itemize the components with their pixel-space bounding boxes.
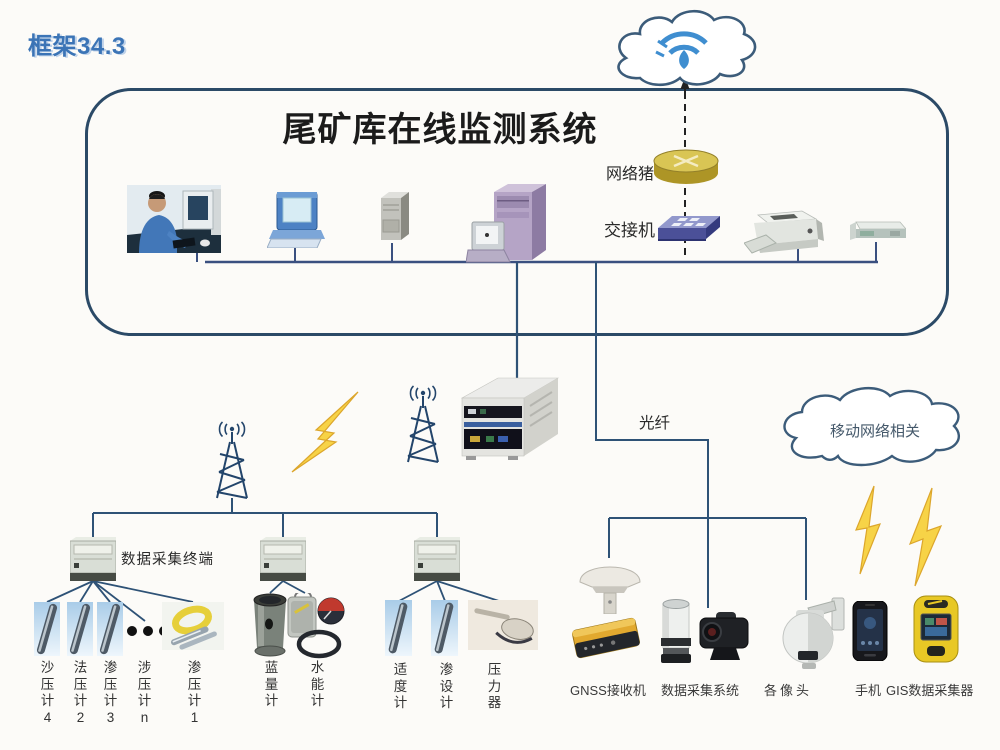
device-label: 数据采集系统 bbox=[661, 683, 740, 698]
sensor-label: 涉压计n bbox=[137, 660, 152, 725]
piezometer-photo bbox=[34, 602, 60, 656]
main-server bbox=[466, 184, 550, 278]
mobile-cloud-label: 移动网络相关 bbox=[830, 423, 921, 440]
sensor-label: 法压计2 bbox=[73, 660, 88, 725]
device-label: GIS数据采集器 bbox=[886, 683, 974, 698]
data-terminal-box bbox=[70, 537, 116, 581]
server-tower-small bbox=[377, 192, 411, 244]
data-acquisition-cylinder bbox=[658, 598, 696, 666]
device-label: GNSS接收机 bbox=[570, 683, 646, 698]
sensor-label: 沙压计4 bbox=[40, 660, 55, 725]
data-terminal-box bbox=[260, 537, 306, 581]
mobile-phone bbox=[851, 601, 889, 661]
data-acquisition-camera bbox=[696, 610, 754, 662]
operator-workstation-photo bbox=[127, 185, 221, 253]
device-label: 手机 bbox=[855, 683, 882, 698]
sensor-label: 渗设计 bbox=[439, 662, 454, 710]
sensor-label: 渗压计1 bbox=[187, 660, 202, 725]
wifi-icon bbox=[655, 31, 708, 69]
fiber-label: 光纤 bbox=[639, 415, 671, 432]
data-terminal-box bbox=[414, 537, 460, 581]
piezometer-photo bbox=[97, 602, 123, 656]
system-title: 尾矿库在线监测系统 bbox=[282, 111, 598, 149]
piezometer-coil-photo bbox=[162, 602, 224, 650]
antenna-tower-icon bbox=[407, 385, 439, 463]
printer-device bbox=[744, 209, 832, 255]
water-level-kit-photo bbox=[287, 593, 347, 663]
sensor-label: 渗压计3 bbox=[103, 660, 118, 725]
sensor-label: 蓝量计 bbox=[264, 660, 279, 708]
terminal-label: 数据采集终端 bbox=[121, 552, 214, 568]
ptz-camera bbox=[772, 596, 850, 670]
device-label: 各像头 bbox=[764, 683, 813, 698]
rain-gauge-bucket-photo bbox=[252, 592, 288, 658]
pressure-tool-photo bbox=[468, 600, 538, 650]
probe-sensor-photo bbox=[431, 600, 458, 656]
router-label: 网络猪 bbox=[606, 166, 655, 183]
gis-handheld bbox=[912, 594, 960, 664]
top-cloud-icon bbox=[617, 9, 757, 87]
terminal-computer bbox=[267, 192, 325, 248]
piezometer-photo bbox=[67, 602, 93, 656]
modem-device bbox=[846, 216, 906, 246]
logo: 框架34.3 bbox=[28, 33, 126, 60]
switch-label: 交接机 bbox=[604, 221, 655, 240]
probe-sensor-photo bbox=[385, 600, 412, 656]
switch-icon bbox=[650, 210, 722, 244]
gnss-receiver bbox=[566, 610, 648, 666]
sensor-label: 水能计 bbox=[310, 660, 325, 708]
sensor-label: 适度计 bbox=[393, 662, 408, 710]
sensor-label: 压力器 bbox=[487, 662, 502, 710]
antenna-tower-icon bbox=[216, 421, 248, 499]
router-icon bbox=[652, 148, 720, 188]
gnss-antenna bbox=[578, 558, 642, 614]
industrial-computer bbox=[446, 376, 566, 462]
